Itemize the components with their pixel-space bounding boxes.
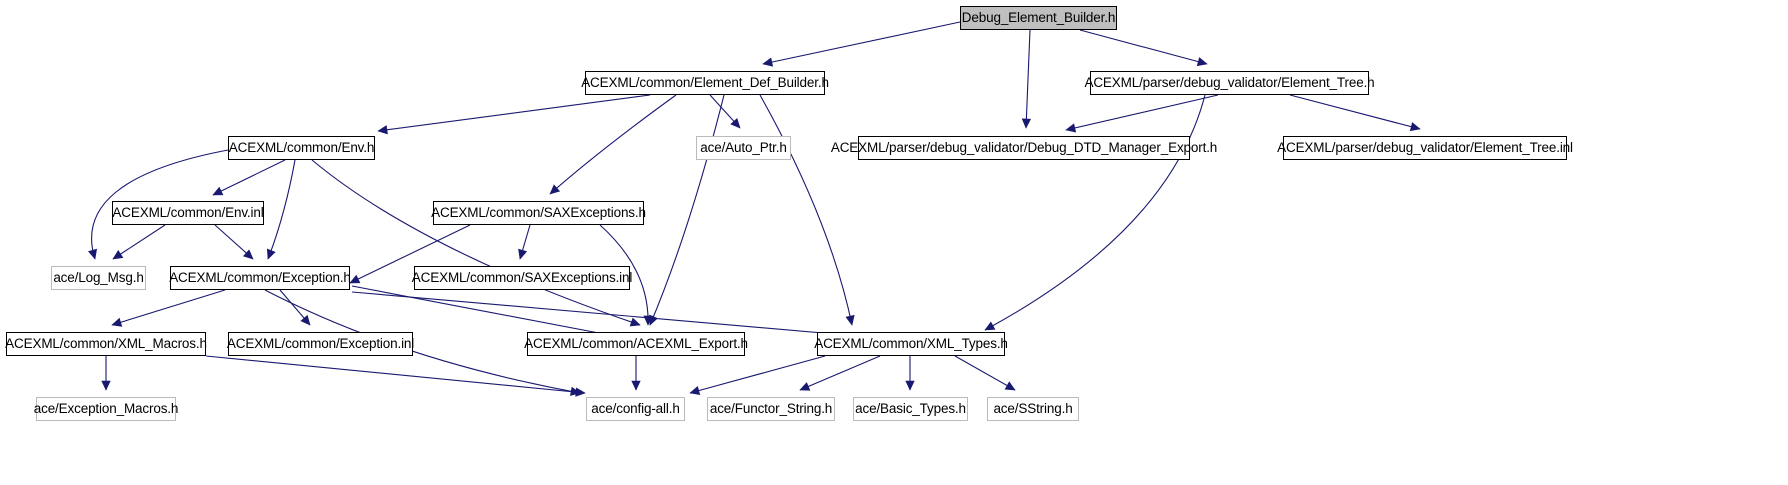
- graph-node-label: ACEXML/common/SAXExceptions.h: [431, 205, 646, 221]
- graph-edge-arrowhead: [377, 125, 388, 135]
- graph-edge-arrowhead: [88, 248, 98, 260]
- graph-node-acexml-common-exception.h[interactable]: ACEXML/common/Exception.h: [169, 266, 351, 290]
- graph-edge: [205, 355, 586, 394]
- graph-node-label: ace/Log_Msg.h: [53, 270, 144, 286]
- graph-node-acexml-common-xml_types.h[interactable]: ACEXML/common/XML_Types.h: [814, 332, 1008, 356]
- graph-edge: [91, 149, 229, 260]
- graph-node-label: ACEXML/common/ACEXML_Export.h: [524, 336, 748, 352]
- graph-edge-arrowhead: [266, 248, 276, 260]
- graph-node-label: ace/SString.h: [993, 401, 1073, 417]
- graph-edge: [1065, 94, 1219, 131]
- graph-node-acexml-parser-debug_validator-debug_dtd_manager_export.h[interactable]: ACEXML/parser/debug_validator/Debug_DTD_…: [831, 136, 1217, 160]
- graph-edge-arrowhead: [1409, 122, 1421, 132]
- graph-node-label: ACEXML/common/Element_Def_Builder.h: [581, 75, 829, 91]
- graph-edge-arrowhead: [212, 186, 224, 196]
- graph-edge-arrowhead: [1065, 123, 1077, 133]
- graph-edge: [311, 159, 641, 326]
- graph-node-label: ACEXML/common/XML_Macros.h: [5, 336, 207, 352]
- graph-node-acexml-common-saxexceptions.inl[interactable]: ACEXML/common/SAXExceptions.inl: [411, 266, 633, 290]
- graph-node-acexml-common-saxexceptions.h[interactable]: ACEXML/common/SAXExceptions.h: [431, 201, 646, 225]
- graph-node-ace-log_msg.h[interactable]: ace/Log_Msg.h: [51, 266, 146, 290]
- graph-node-ace-basic_types.h[interactable]: ace/Basic_Types.h: [853, 397, 968, 421]
- graph-edge-arrowhead: [845, 314, 855, 326]
- graph-edge-arrowhead: [1021, 118, 1032, 129]
- graph-node-label: ACEXML/common/SAXExceptions.inl: [411, 270, 633, 286]
- graph-edge-arrowhead: [518, 248, 528, 260]
- graph-node-ace-sstring.h[interactable]: ace/SString.h: [987, 397, 1079, 421]
- graph-edge: [112, 224, 166, 260]
- graph-node-label: ace/Basic_Types.h: [855, 401, 966, 417]
- graph-edge-arrowhead: [1196, 57, 1208, 67]
- graph-node-ace-exception_macros.h[interactable]: ace/Exception_Macros.h: [33, 397, 179, 421]
- graph-edge-arrowhead: [629, 317, 641, 327]
- graph-edge-arrowhead: [112, 250, 124, 260]
- graph-node-acexml-common-acexml_export.h[interactable]: ACEXML/common/ACEXML_Export.h: [524, 332, 748, 356]
- graph-node-label: ACEXML/parser/debug_validator/Element_Tr…: [1277, 140, 1573, 156]
- graph-node-label: ACEXML/parser/debug_validator/Element_Tr…: [1084, 75, 1375, 91]
- graph-edge-arrowhead: [111, 317, 123, 327]
- graph-node-label: Debug_Element_Builder.h: [961, 10, 1116, 26]
- graph-node-label: ace/config-all.h: [591, 401, 680, 417]
- graph-edge-arrowhead: [101, 380, 111, 391]
- graph-edge: [984, 94, 1206, 331]
- graph-node-ace-functor_string.h[interactable]: ace/Functor_String.h: [707, 397, 835, 421]
- graph-node-acexml-common-exception.inl[interactable]: ACEXML/common/Exception.inl: [226, 332, 415, 356]
- graph-node-label: ace/Auto_Ptr.h: [700, 140, 787, 156]
- graph-edge-arrowhead: [762, 57, 774, 67]
- graph-edge-arrowhead: [905, 380, 915, 391]
- graph-node-label: ACEXML/common/Env.h: [228, 140, 375, 156]
- graph-edge: [351, 285, 626, 339]
- graph-edge: [799, 355, 881, 391]
- graph-node-acexml-common-env.inl[interactable]: ACEXML/common/Env.inl: [112, 201, 264, 225]
- graph-node-ace-config-all.h[interactable]: ace/config-all.h: [586, 397, 685, 421]
- graph-edge: [377, 94, 651, 132]
- graph-node-label: ACEXML/common/Exception.h: [169, 270, 351, 286]
- graph-node-debug_element_builder.h[interactable]: Debug_Element_Builder.h: [960, 6, 1117, 30]
- graph-edge: [954, 355, 1016, 391]
- graph-edge: [1289, 94, 1421, 130]
- graph-edge-arrowhead: [575, 387, 586, 397]
- graph-edge-arrowhead: [549, 184, 561, 195]
- graph-node-acexml-common-env.h[interactable]: ACEXML/common/Env.h: [228, 136, 375, 160]
- graph-edge: [649, 94, 725, 326]
- graph-edge-arrowhead: [799, 382, 811, 391]
- graph-node-acexml-parser-debug_validator-element_tree.inl[interactable]: ACEXML/parser/debug_validator/Element_Tr…: [1277, 136, 1573, 160]
- graph-edge-arrowhead: [300, 314, 311, 326]
- graph-edge: [762, 21, 961, 65]
- graph-edge-arrowhead: [984, 321, 996, 331]
- graph-edge-arrowhead: [689, 386, 701, 396]
- graph-edge-arrowhead: [730, 117, 741, 129]
- graph-edge: [349, 224, 471, 284]
- graph-node-label: ace/Functor_String.h: [709, 401, 833, 417]
- graph-node-label: ACEXML/parser/debug_validator/Debug_DTD_…: [830, 140, 1218, 156]
- graph-edge: [111, 289, 226, 326]
- graph-edge: [351, 291, 881, 339]
- graph-edge: [267, 159, 296, 260]
- graph-node-acexml-common-element_def_builder.h[interactable]: ACEXML/common/Element_Def_Builder.h: [581, 71, 829, 95]
- graph-edge: [1025, 29, 1031, 129]
- graph-edge: [1079, 29, 1208, 65]
- graph-node-ace-auto_ptr.h[interactable]: ace/Auto_Ptr.h: [696, 136, 791, 160]
- graph-node-label: ACEXML/common/Env.inl: [112, 205, 264, 221]
- graph-edge-arrowhead: [631, 380, 641, 391]
- graph-edge-arrowhead: [242, 249, 254, 260]
- graph-node-acexml-common-xml_macros.h[interactable]: ACEXML/common/XML_Macros.h: [5, 332, 207, 356]
- graph-edge: [549, 94, 677, 195]
- graph-edge-arrowhead: [349, 274, 361, 284]
- graph-node-label: ACEXML/common/Exception.inl: [226, 336, 415, 352]
- graph-edge: [599, 224, 649, 326]
- graph-edge-arrowhead: [1004, 381, 1016, 391]
- graph-node-label: ace/Exception_Macros.h: [33, 401, 179, 417]
- graph-node-acexml-parser-debug_validator-element_tree.h[interactable]: ACEXML/parser/debug_validator/Element_Tr…: [1084, 71, 1375, 95]
- graph-edge: [212, 159, 286, 196]
- graph-node-label: ACEXML/common/XML_Types.h: [814, 336, 1008, 352]
- graph-edge: [759, 94, 853, 326]
- graph-edge: [689, 355, 826, 394]
